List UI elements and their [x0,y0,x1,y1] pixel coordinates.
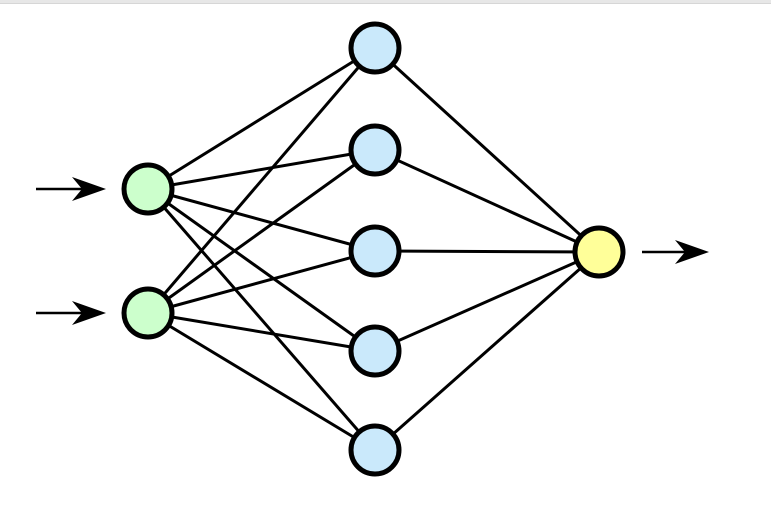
edge-input-node-1-to-hidden-node-5 [146,188,377,451]
input-arrow-2-head [72,301,106,325]
edge-hidden-node-5-to-output-node-1 [374,250,600,452]
edge-input-node-2-to-hidden-node-3 [147,249,376,315]
hidden-node-1 [348,21,402,75]
edge-input-node-1-to-hidden-node-3 [147,187,376,253]
hidden-node-3 [348,224,402,278]
edge-input-node-1-to-hidden-node-2 [147,148,376,191]
input-arrow-1-head [72,177,106,201]
input-node-2 [121,286,175,340]
edge-hidden-node-1-to-output-node-1 [373,46,601,254]
edge-hidden-node-4-to-output-node-1 [374,250,600,353]
edge-input-node-1-to-hidden-node-4 [147,187,376,353]
edge-input-node-2-to-hidden-node-4 [147,311,376,353]
edge-input-node-2-to-hidden-node-2 [147,148,376,315]
output-arrow-head [675,240,709,264]
input-node-1 [121,162,175,216]
hidden-node-4 [348,324,402,378]
top-strip-edge [0,3,771,4]
edge-input-node-2-to-hidden-node-1 [146,47,377,314]
edge-input-node-1-to-hidden-node-1 [147,46,376,191]
edge-hidden-node-3-to-output-node-1 [374,249,600,254]
hidden-node-2 [348,123,402,177]
edge-hidden-node-2-to-output-node-1 [374,148,600,254]
edge-input-node-2-to-hidden-node-5 [147,311,376,452]
output-node-1 [572,225,626,279]
top-strip [0,0,771,3]
hidden-node-5 [348,423,402,477]
